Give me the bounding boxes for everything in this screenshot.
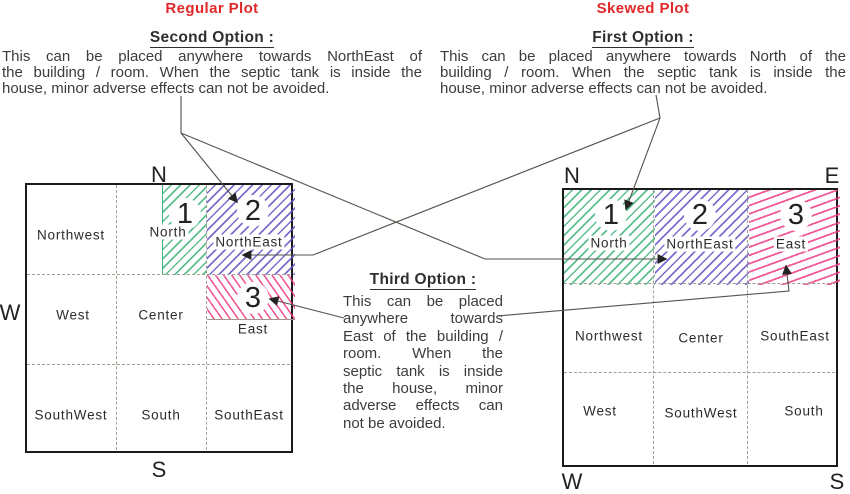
regular-plot-grid: 1 2 3 Northwest North NorthEast West Cen… <box>25 183 295 453</box>
cell-label: North <box>147 224 189 240</box>
cell-label: Center <box>138 307 184 323</box>
region-number: 2 <box>236 195 270 227</box>
region-number: 2 <box>683 199 717 231</box>
grid-divider <box>653 190 654 464</box>
third-option-text-line: septic tank is inside <box>343 362 503 380</box>
regular-plot-section: Regular Plot Second Option : This can be… <box>2 0 422 97</box>
grid-divider <box>27 364 290 365</box>
skewed-plot-section: Skewed Plot First Option : This can be p… <box>440 0 846 97</box>
compass-north-label: N <box>151 162 167 187</box>
cell-label: West <box>583 403 617 419</box>
skewed-plot-grid: 1 2 3 North NorthEast East Northwest Cen… <box>562 188 840 467</box>
compass-north-label: N <box>564 163 580 188</box>
first-option-text-line: building / room. When the septic tank is… <box>440 63 846 81</box>
first-option-text-line: This can be placed anywhere towards Nort… <box>440 48 846 65</box>
cell-label: NorthEast <box>664 236 736 252</box>
region-number: 3 <box>779 199 813 231</box>
cell-label: West <box>56 307 90 323</box>
third-option-heading: Third Option : <box>369 271 477 290</box>
third-option-text-line: adverse effects can <box>343 397 503 415</box>
first-option-text-line: house, minor adverse effects can not be … <box>440 79 768 97</box>
grid-divider <box>27 274 290 275</box>
third-option-section: Third Option : This can be placed anywhe… <box>343 271 503 432</box>
third-option-text-line: This can be placed <box>343 293 503 310</box>
grid-divider <box>564 372 835 373</box>
cell-label: Center <box>678 330 724 346</box>
third-option-text-line: room. When the <box>343 345 503 363</box>
compass-west-label: W <box>561 469 583 494</box>
second-option-text-line: the building / room. When the septic tan… <box>2 63 422 81</box>
second-option-text-line: house, minor adverse effects can not be … <box>2 79 330 97</box>
region-number: 3 <box>236 282 270 314</box>
third-option-text-line: anywhere towards <box>343 310 503 328</box>
cell-label: NorthEast <box>213 234 285 250</box>
grid-divider <box>564 283 835 284</box>
grid-divider <box>747 190 748 464</box>
cell-label: East <box>235 321 271 337</box>
skewed-plot-title: Skewed Plot <box>596 0 690 17</box>
cell-label: Northwest <box>575 328 643 344</box>
compass-south-label: S <box>829 469 845 494</box>
grid-divider <box>206 185 207 450</box>
region-number: 1 <box>594 199 628 231</box>
cell-label: SouthWest <box>664 405 738 421</box>
regular-plot-title: Regular Plot <box>165 0 259 17</box>
cell-label: SouthWest <box>34 407 108 423</box>
cell-label: Northwest <box>37 227 105 243</box>
third-option-text-line: East of the building / <box>343 327 503 345</box>
cell-label: SouthEast <box>214 407 284 423</box>
second-option-text-line: This can be placed anywhere towards Nort… <box>2 48 422 65</box>
compass-west-label: W <box>0 300 21 325</box>
cell-label: East <box>773 236 809 252</box>
compass-south-label: S <box>151 457 167 482</box>
cell-label: North <box>588 235 630 251</box>
cell-label: South <box>141 407 181 423</box>
third-option-text-line: not be avoided. <box>343 414 446 432</box>
compass-east-label: E <box>824 163 840 188</box>
third-option-text-line: the house, minor <box>343 380 503 398</box>
second-option-heading: Second Option : <box>149 29 275 48</box>
cell-label: SouthEast <box>760 328 830 344</box>
cell-label: South <box>784 403 824 419</box>
grid-divider <box>116 185 117 450</box>
first-option-heading: First Option : <box>592 29 694 48</box>
